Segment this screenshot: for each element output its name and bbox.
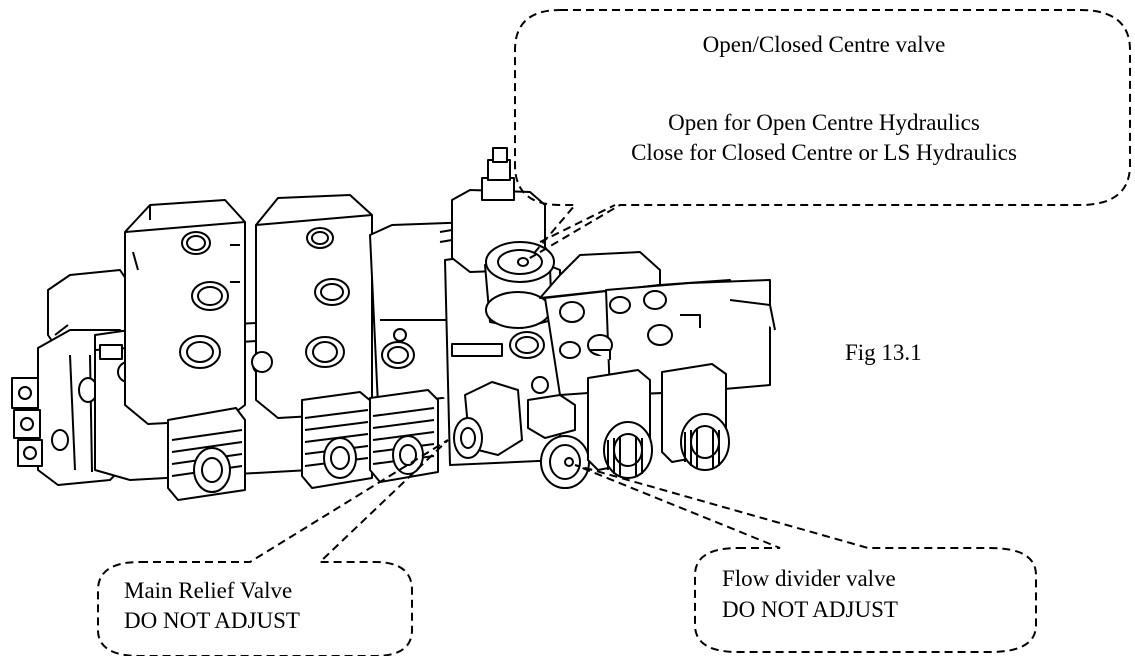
solenoid-coil-5 — [661, 363, 730, 471]
flow-divider-callout-line-1: Flow divider valve — [722, 566, 896, 591]
open-closed-leader — [539, 204, 616, 243]
figure-label: Fig 13.1 — [845, 340, 922, 365]
tall-valve-block-1 — [124, 199, 246, 425]
solenoid-coil-2 — [301, 391, 373, 489]
solenoid-coil-1 — [167, 407, 246, 501]
open-closed-callout-title: Open/Closed Centre valve — [702, 32, 946, 57]
open-closed-callout-line-2: Close for Closed Centre or LS Hydraulics — [631, 140, 1017, 165]
open-closed-centre-solenoid — [439, 147, 555, 329]
open-closed-callout-line-1: Open for Open Centre Hydraulics — [668, 110, 980, 135]
tall-valve-block-2 — [251, 194, 373, 419]
main-relief-callout-line-1: Main Relief Valve — [124, 578, 293, 603]
flow-divider-callout-bubble — [574, 464, 1037, 653]
main-relief-callout-line-2: DO NOT ADJUST — [124, 608, 300, 633]
solenoid-coil-3 — [369, 389, 439, 483]
right-valve-section — [539, 251, 776, 396]
flow-divider-valve — [527, 394, 590, 489]
solenoid-coil-4 — [587, 369, 653, 479]
flow-divider-callout-line-2: DO NOT ADJUST — [722, 597, 898, 622]
main-relief-valve — [453, 381, 523, 459]
main-relief-callout-bubble — [97, 439, 449, 656]
